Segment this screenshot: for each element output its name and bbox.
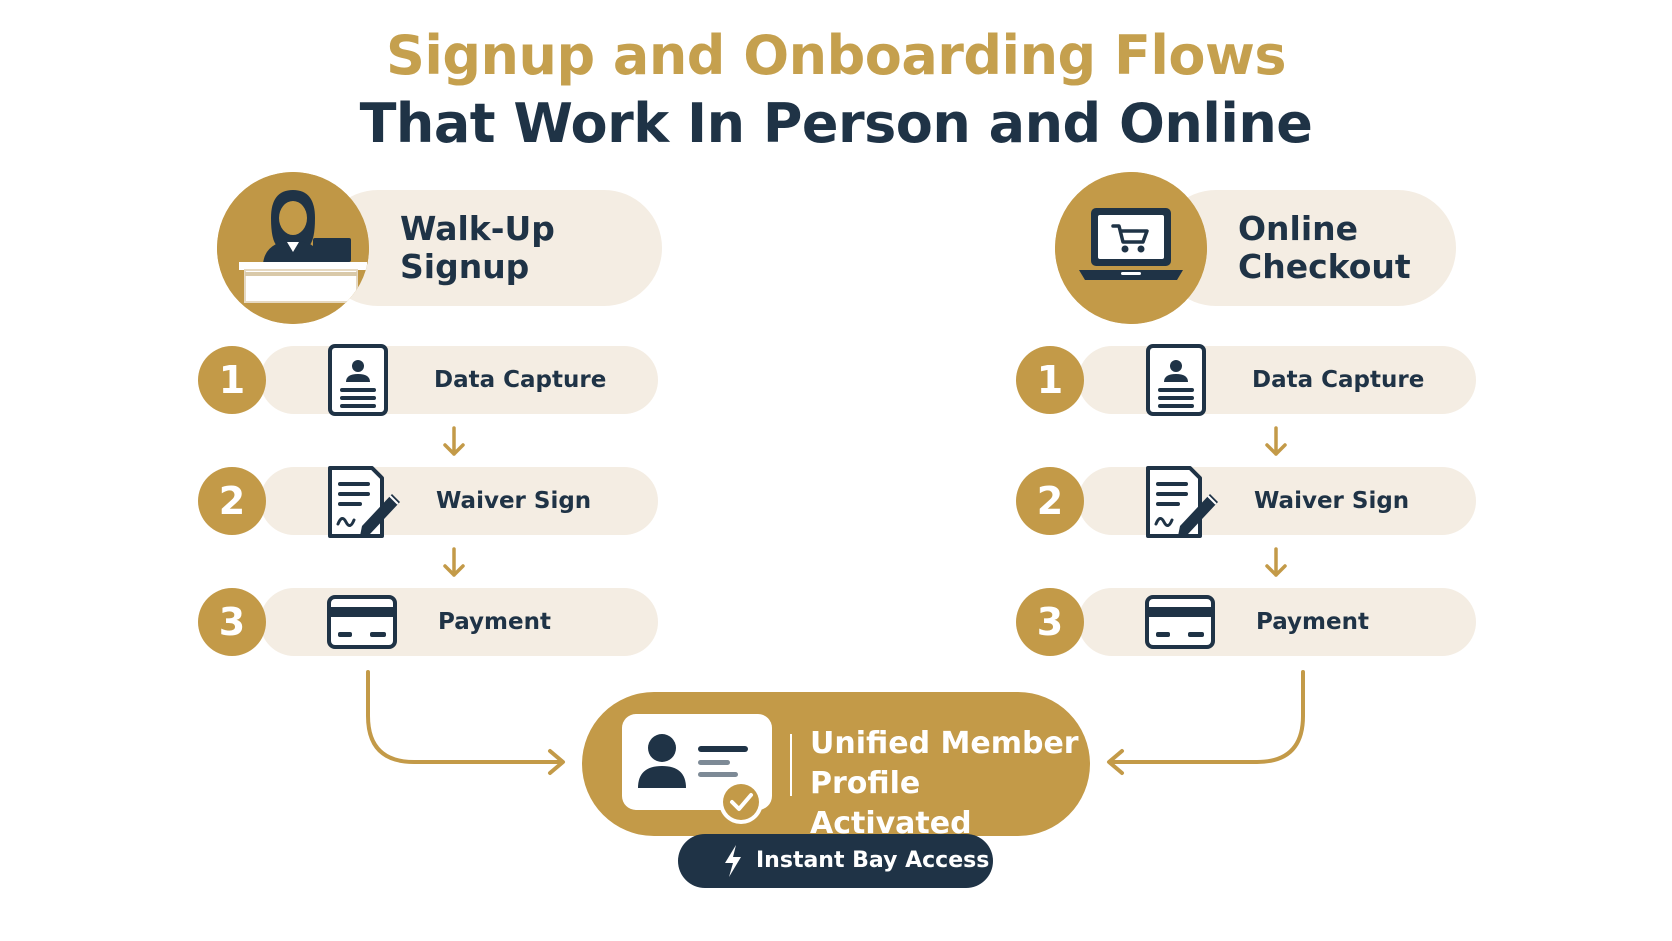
walk-up-step-2-number: 2 — [198, 467, 266, 535]
credit-card-icon — [1145, 595, 1215, 649]
online-step-1: Data Capture — [1078, 344, 1476, 416]
walk-up-step-3-number: 3 — [198, 588, 266, 656]
lightning-icon — [725, 845, 741, 877]
online-step-3-label: Payment — [1256, 609, 1369, 635]
online-step-1-label: Data Capture — [1252, 367, 1425, 393]
online-step-2-number: 2 — [1016, 467, 1084, 535]
title-line-1: Signup and Onboarding Flows — [386, 24, 1287, 87]
walk-up-step-2: Waiver Sign — [260, 466, 658, 538]
receptionist-desk-icon — [217, 172, 369, 324]
down-arrow-icon — [1265, 426, 1287, 456]
unified-member-profile-card: Unified Member Profile Activated — [582, 692, 1090, 841]
id-card-icon — [1146, 344, 1206, 416]
document-sign-icon — [1146, 466, 1218, 538]
walk-up-step-1-label: Data Capture — [434, 367, 607, 393]
walk-up-step-2-label: Waiver Sign — [436, 488, 592, 514]
walk-up-step-1-number: 1 — [198, 346, 266, 414]
online-step-2: Waiver Sign — [1078, 466, 1476, 538]
left-connector-curve — [366, 670, 562, 764]
instant-bay-access-badge: Instant Bay Access — [678, 834, 993, 888]
document-sign-icon — [328, 466, 400, 538]
down-arrow-icon — [1265, 547, 1287, 577]
right-connector-arrowhead — [1107, 749, 1124, 775]
title-line-2: That Work In Person and Online — [359, 92, 1313, 155]
walk-up-step-1: Data Capture — [260, 344, 658, 416]
credit-card-icon — [327, 595, 397, 649]
walk-up-heading: Walk-Up Signup — [400, 209, 555, 286]
result-divider — [790, 734, 792, 796]
badge-label: Instant Bay Access — [756, 848, 990, 873]
down-arrow-icon — [443, 547, 465, 577]
walk-up-step-3-label: Payment — [438, 609, 551, 635]
result-label: Unified Member Profile Activated — [810, 726, 1079, 841]
online-step-3: Payment — [1078, 588, 1476, 656]
online-step-1-number: 1 — [1016, 346, 1084, 414]
online-step-2-label: Waiver Sign — [1254, 488, 1410, 514]
walk-up-step-3: Payment — [260, 588, 658, 656]
online-step-3-number: 3 — [1016, 588, 1084, 656]
down-arrow-icon — [443, 426, 465, 456]
id-card-icon — [328, 344, 388, 416]
right-connector-curve — [1110, 670, 1305, 764]
walk-up-header-pill: Walk-Up Signup — [320, 190, 662, 306]
laptop-cart-icon — [1055, 172, 1207, 324]
left-connector-arrowhead — [548, 749, 565, 775]
online-checkout-heading: Online Checkout — [1238, 209, 1411, 286]
member-profile-check-icon — [622, 714, 772, 824]
online-checkout-header-pill: Online Checkout — [1158, 190, 1456, 306]
